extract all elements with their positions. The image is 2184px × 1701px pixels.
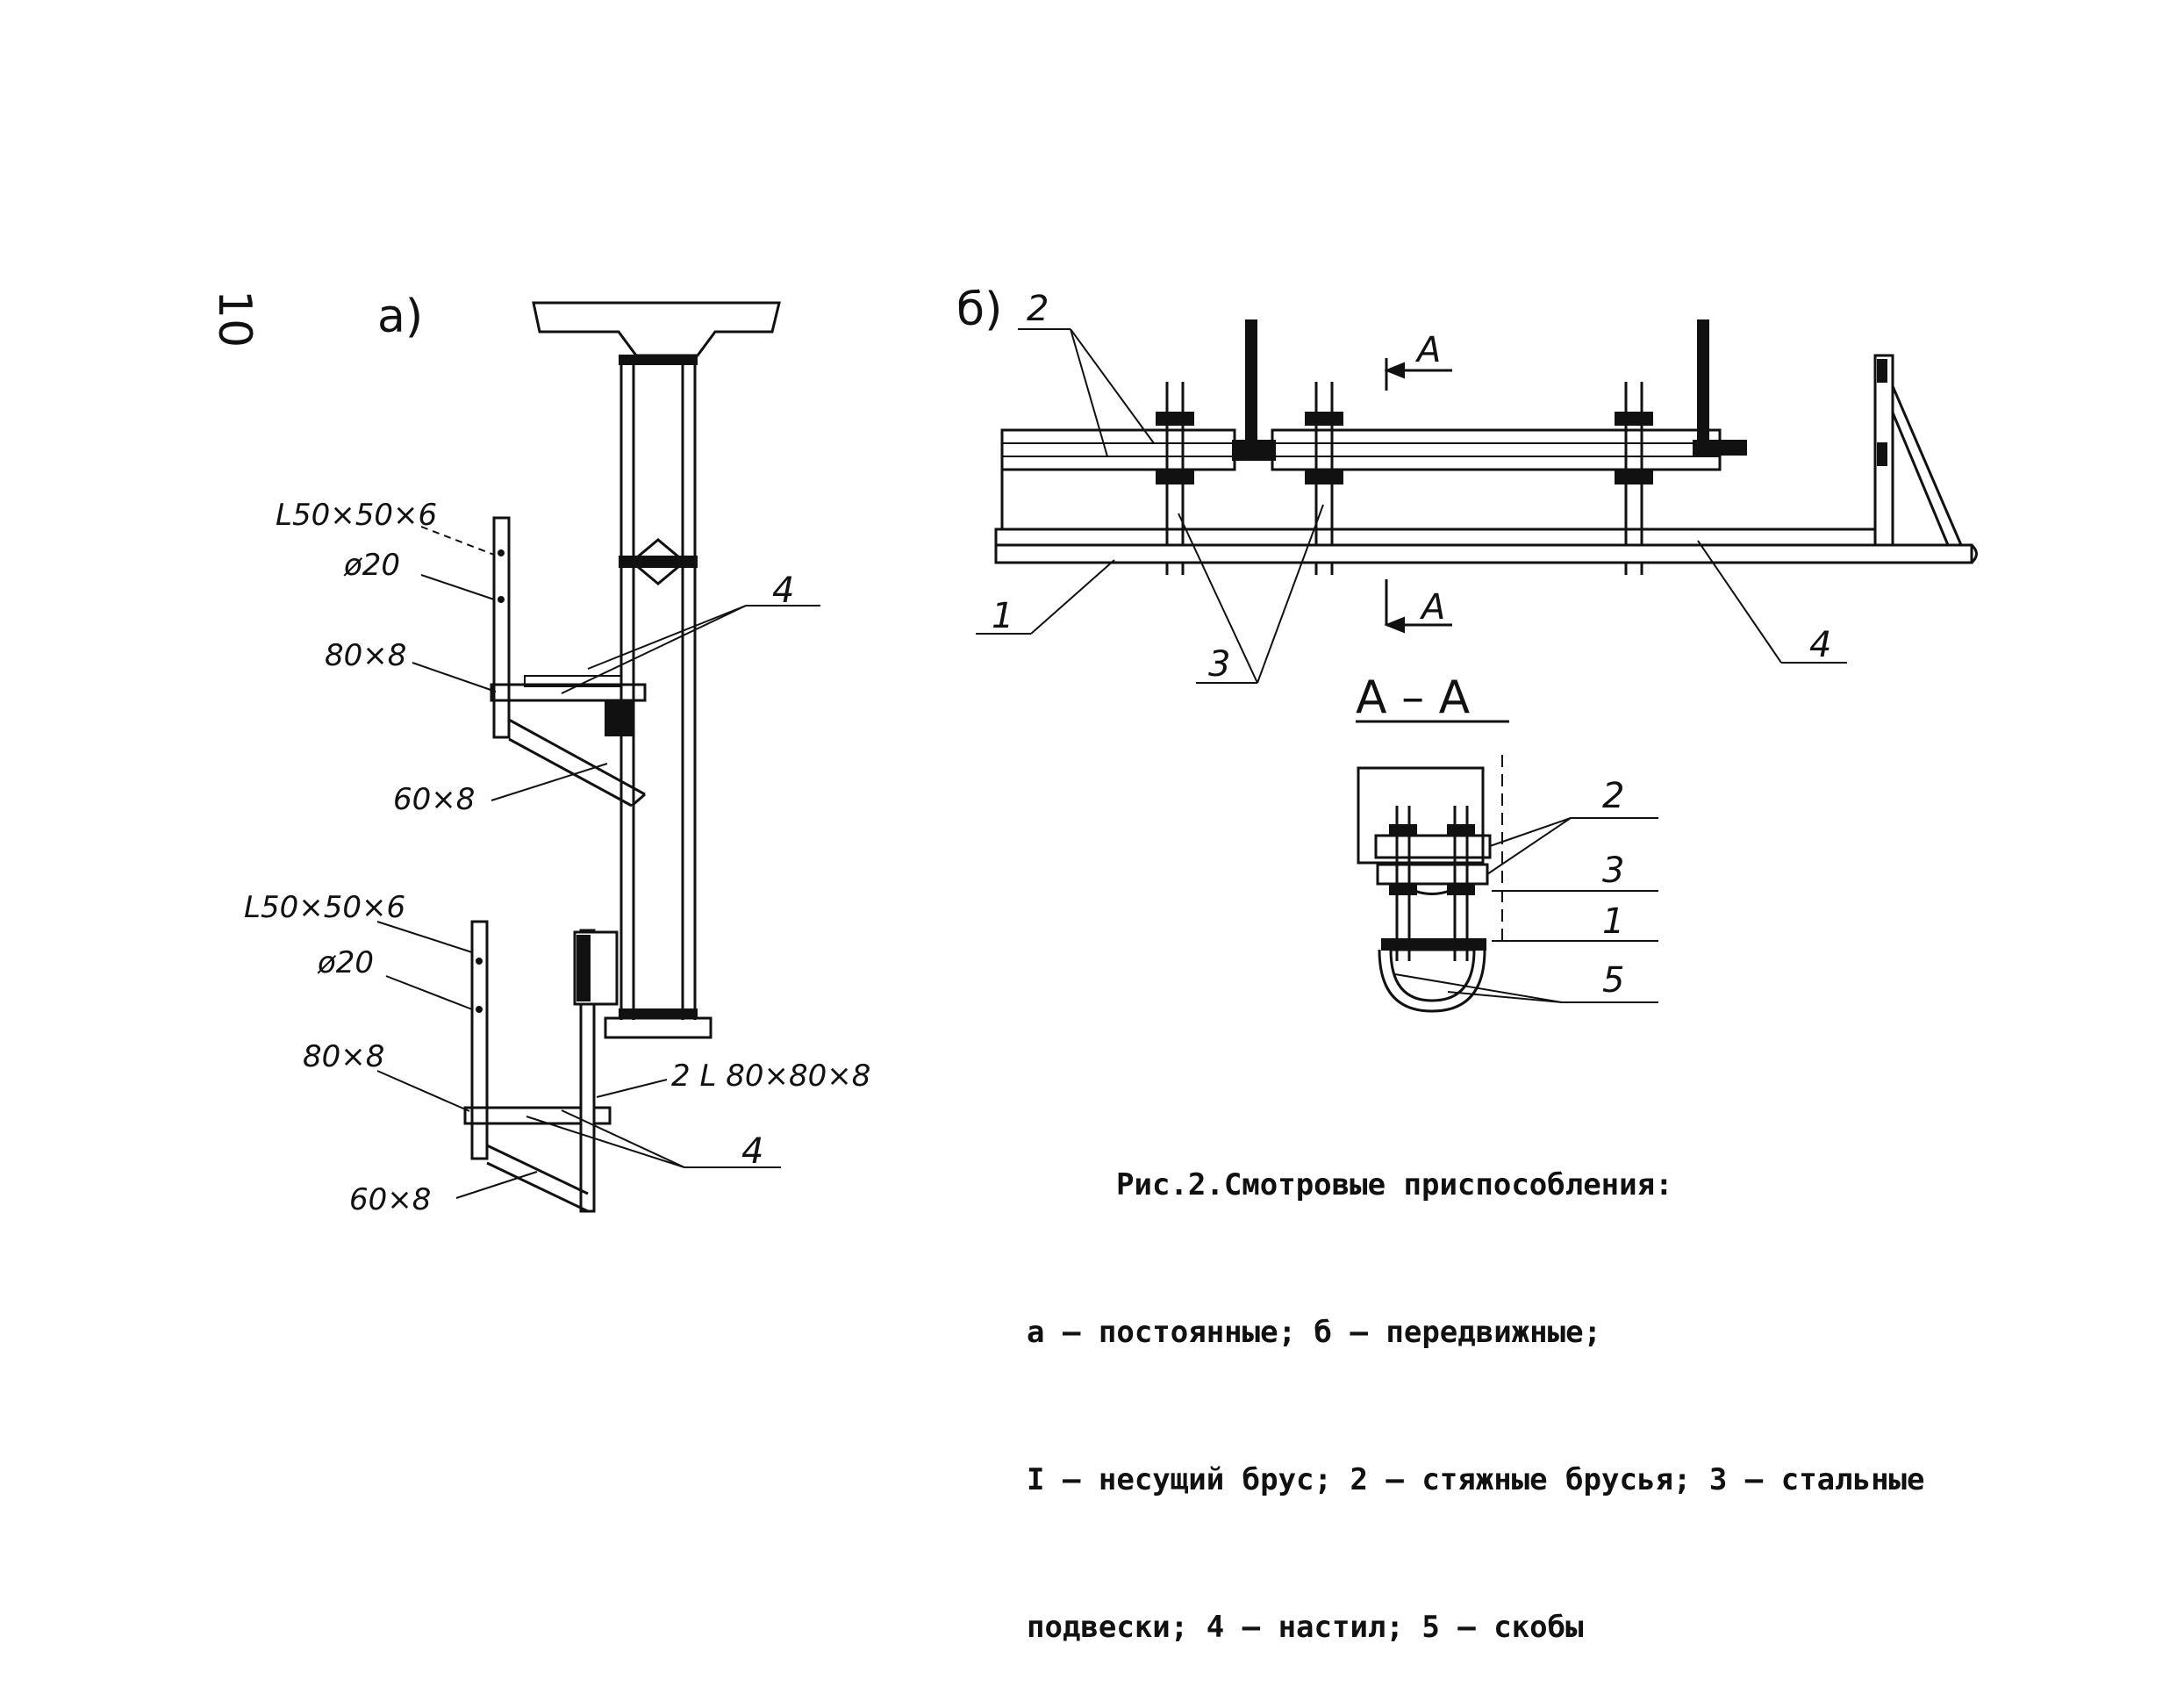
clamp-beams xyxy=(1000,428,1747,471)
dim-lower-brace: 60×8 xyxy=(349,1182,431,1217)
callout-aa-2: 2 xyxy=(1602,776,1624,816)
section-mark: A A xyxy=(1384,330,1452,634)
caption-line-2: а – постоянные; б – передвижные; xyxy=(1027,1315,1602,1350)
dim-lower-angle: L50×50×6 xyxy=(244,890,405,925)
page-number: 10 xyxy=(208,290,261,348)
section-aa-title: A – A xyxy=(1356,671,1471,724)
section-mark-bottom: A xyxy=(1419,587,1445,628)
panel-b-callouts: 2 1 3 4 xyxy=(976,289,1847,685)
callout-1: 1 xyxy=(992,596,1013,636)
vertical-column xyxy=(604,355,712,1039)
callout-2: 2 xyxy=(1027,289,1049,329)
dim-lower-double-angle: 2 L 80×80×8 xyxy=(671,1059,870,1094)
caption-title: Рис.2.Смотровые приспособления: xyxy=(1116,1167,1673,1202)
dim-lower-strip: 80×8 xyxy=(303,1039,384,1074)
caption-line-4: подвески; 4 – настил; 5 – скобы xyxy=(1027,1610,1584,1645)
railing xyxy=(1873,354,1963,547)
dim-upper-angle: L50×50×6 xyxy=(276,498,437,533)
steel-suspenders xyxy=(1156,382,1653,575)
section-mark-top: A xyxy=(1414,330,1441,370)
dim-upper-brace: 60×8 xyxy=(393,782,475,817)
figure-caption: Рис.2.Смотровые приспособления: а – пост… xyxy=(1027,1062,2036,1701)
callout-aa-1: 1 xyxy=(1602,901,1624,942)
callout-4-b: 4 xyxy=(1809,625,1831,665)
drawing-canvas: 10 a) xyxy=(208,284,1978,1217)
dim-upper-hole: ø20 xyxy=(343,548,400,583)
section-aa: A – A 2 3 1 5 xyxy=(1356,671,1658,1013)
posts xyxy=(1245,319,1709,444)
dim-upper-strip: 80×8 xyxy=(325,638,406,673)
panel-b: б) xyxy=(956,284,1978,685)
panel-a-label: a) xyxy=(377,291,423,343)
panel-b-label: б) xyxy=(956,284,1002,336)
callout-aa-3: 3 xyxy=(1602,850,1624,891)
callout-4-lower: 4 xyxy=(741,1131,763,1172)
caption-line-3: I – несущий брус; 2 – стяжные брусья; 3 … xyxy=(1027,1462,1925,1497)
svg-text:10: 10 xyxy=(208,290,261,348)
panel-a: a) xyxy=(244,291,870,1217)
callout-aa-5: 5 xyxy=(1602,960,1624,1001)
lower-bracket xyxy=(463,920,619,1213)
section-aa-callouts: 2 3 1 5 xyxy=(1394,776,1658,1003)
callout-3: 3 xyxy=(1208,644,1230,685)
upper-bracket xyxy=(490,516,647,807)
lower-dimension-labels: L50×50×6 ø20 80×8 2 L 80×80×8 60×8 4 xyxy=(244,890,870,1217)
upper-dimension-labels: L50×50×6 ø20 80×8 60×8 4 xyxy=(276,498,820,817)
dim-lower-hole: ø20 xyxy=(317,945,374,980)
top-flange xyxy=(532,301,781,357)
callout-4-upper: 4 xyxy=(772,571,794,611)
